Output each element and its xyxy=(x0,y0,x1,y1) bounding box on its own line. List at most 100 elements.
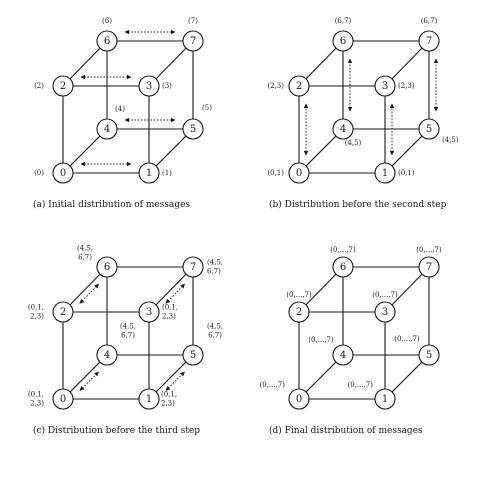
edge-2-6 xyxy=(69,47,101,80)
message-label-5: (5) xyxy=(202,104,212,112)
message-label-7: (6,7) xyxy=(421,17,438,25)
node-7: 7 xyxy=(418,256,440,278)
message-label-2: (2,3) xyxy=(267,82,284,90)
message-label-7: 6,7) xyxy=(207,268,221,276)
node-6: 6 xyxy=(332,256,354,278)
node-7: 7 xyxy=(182,30,204,52)
message-label-6: (6) xyxy=(102,17,112,25)
panel-d: 0(0,...,7)1(0,...,7)2(0,...,7)3(0,...,7)… xyxy=(260,246,443,436)
node-id-label: 3 xyxy=(146,307,152,318)
message-label-1: (0,1) xyxy=(398,169,415,177)
edge-1-5 xyxy=(391,361,423,393)
message-label-0: (0,1, xyxy=(28,391,44,399)
edge-0-4 xyxy=(69,361,101,393)
message-label-7: (0,...,7) xyxy=(416,246,442,254)
edge-2-6 xyxy=(305,47,337,80)
panel-caption: (d) Final distribution of messages xyxy=(269,425,423,436)
node-5: 5 xyxy=(418,344,440,366)
message-label-3: (2,3) xyxy=(398,82,415,90)
node-5: 5 xyxy=(182,344,204,366)
node-1: 1 xyxy=(138,388,160,410)
node-0: 0 xyxy=(52,162,74,184)
node-id-label: 6 xyxy=(104,36,110,47)
edge-3-7 xyxy=(155,47,187,80)
node-7: 7 xyxy=(182,256,204,278)
message-label-4: (0,...,7) xyxy=(308,336,334,344)
node-id-label: 5 xyxy=(426,124,432,135)
node-5: 5 xyxy=(182,118,204,140)
panel-caption: (a) Initial distribution of messages xyxy=(33,199,190,210)
node-id-label: 6 xyxy=(340,36,346,47)
edge-2-6 xyxy=(305,273,337,306)
node-2: 2 xyxy=(288,301,310,323)
panel-b: 0(0,1)1(0,1)2(2,3)3(2,3)4(4,5)5(4,5)6(6,… xyxy=(267,17,458,210)
message-label-4: (4,5) xyxy=(345,139,362,147)
node-4: 4 xyxy=(96,118,118,140)
message-label-3: (0,...,7) xyxy=(372,291,398,299)
edge-1-5 xyxy=(155,361,187,393)
message-label-6: (0,...,7) xyxy=(330,246,356,254)
node-1: 1 xyxy=(374,162,396,184)
node-id-label: 3 xyxy=(382,307,388,318)
message-label-0: (0) xyxy=(34,169,44,177)
node-id-label: 6 xyxy=(104,262,110,273)
message-label-6: (4,5, xyxy=(77,245,93,253)
message-label-5: (0,...,7) xyxy=(394,335,420,343)
node-id-label: 4 xyxy=(340,350,346,361)
node-id-label: 1 xyxy=(382,394,388,405)
node-5: 5 xyxy=(418,118,440,140)
exchange-arrow-3-7 xyxy=(165,283,185,304)
node-3: 3 xyxy=(374,301,396,323)
node-6: 6 xyxy=(332,30,354,52)
edge-0-4 xyxy=(305,135,337,167)
panel-c: 0(0,1,2,3)1(0,1,2,3)2(0,1,2,3)3(0,1,2,3)… xyxy=(28,245,223,437)
node-1: 1 xyxy=(374,388,396,410)
node-0: 0 xyxy=(52,388,74,410)
message-label-4: 6,7) xyxy=(121,332,135,340)
edge-3-7 xyxy=(391,47,423,80)
message-label-1: (0,1, xyxy=(161,391,177,399)
node-id-label: 1 xyxy=(146,394,152,405)
panel-a: 0(0)1(1)2(2)3(3)4(4)5(5)6(6)7(7)(a) Init… xyxy=(33,17,212,210)
message-label-0: (0,...,7) xyxy=(260,381,286,389)
node-2: 2 xyxy=(52,75,74,97)
message-label-7: (7) xyxy=(188,17,198,25)
node-id-label: 7 xyxy=(426,262,432,273)
node-2: 2 xyxy=(52,301,74,323)
exchange-arrow-2-6 xyxy=(79,283,99,304)
exchange-arrow-0-4 xyxy=(79,371,99,391)
edge-1-5 xyxy=(155,135,187,167)
node-0: 0 xyxy=(288,162,310,184)
node-3: 3 xyxy=(374,75,396,97)
node-id-label: 2 xyxy=(60,81,66,92)
node-id-label: 0 xyxy=(60,394,66,405)
node-id-label: 7 xyxy=(190,262,196,273)
panel-caption: (c) Distribution before the third step xyxy=(33,425,200,436)
node-6: 6 xyxy=(96,30,118,52)
message-label-6: 6,7) xyxy=(78,254,92,262)
message-label-2: (2) xyxy=(34,82,44,90)
node-1: 1 xyxy=(138,162,160,184)
message-label-5: 6,7) xyxy=(208,332,222,340)
node-4: 4 xyxy=(96,344,118,366)
node-id-label: 6 xyxy=(340,262,346,273)
message-label-1: (0,...,7) xyxy=(348,381,374,389)
node-id-label: 7 xyxy=(426,36,432,47)
message-label-7: (4,5, xyxy=(207,259,223,267)
message-label-4: (4,5, xyxy=(120,323,136,331)
edge-3-7 xyxy=(391,273,423,306)
node-2: 2 xyxy=(288,75,310,97)
node-id-label: 2 xyxy=(296,307,302,318)
node-id-label: 1 xyxy=(146,168,152,179)
node-6: 6 xyxy=(96,256,118,278)
message-label-1: (1) xyxy=(162,169,172,177)
node-id-label: 3 xyxy=(146,81,152,92)
node-id-label: 0 xyxy=(296,168,302,179)
edge-3-7 xyxy=(155,273,187,306)
exchange-arrow-1-5 xyxy=(165,371,185,391)
edge-0-4 xyxy=(69,135,101,167)
edge-0-4 xyxy=(305,361,337,393)
edge-2-6 xyxy=(69,273,101,306)
message-label-3: 2,3) xyxy=(162,313,176,321)
